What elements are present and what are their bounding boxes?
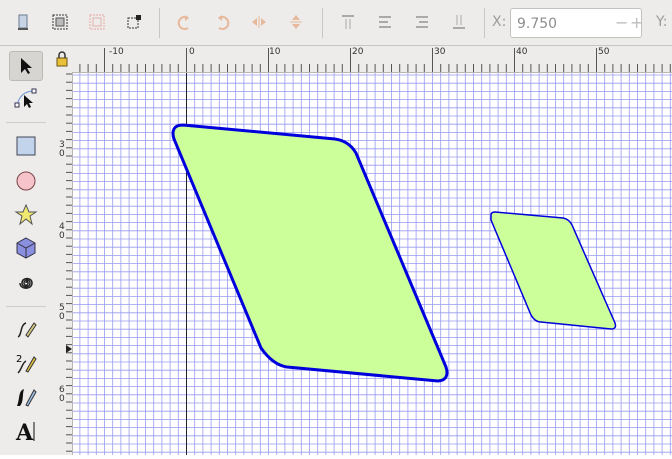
toolbar-separator — [484, 8, 485, 38]
ruler-label: 5 — [59, 303, 65, 313]
lock-guides-icon[interactable] — [52, 46, 72, 72]
arrow-pointer-icon — [21, 58, 32, 74]
ruler-label: 0 — [189, 47, 195, 57]
x-decrement-button[interactable]: − — [615, 13, 629, 32]
3d-box-icon — [16, 237, 36, 259]
x-coordinate-field[interactable]: − + — [510, 8, 644, 38]
ruler-ticks — [79, 48, 671, 72]
raise-icon[interactable] — [372, 9, 398, 35]
drawing-canvas[interactable] — [73, 73, 672, 455]
circle-icon — [16, 171, 36, 191]
ruler-label: 30 — [434, 47, 446, 57]
3d-box-tool[interactable] — [9, 233, 43, 263]
ruler-label: 4 — [59, 222, 65, 232]
star-tool[interactable] — [9, 200, 43, 230]
text-icon: A — [15, 420, 35, 443]
raise-to-top-icon[interactable] — [335, 9, 361, 35]
ruler-label: 0 — [59, 312, 65, 322]
selector-tool[interactable] — [9, 51, 43, 81]
pen-tool[interactable]: 2 — [9, 348, 43, 378]
spiral-icon — [19, 277, 33, 289]
lower-icon[interactable] — [409, 9, 435, 35]
select-all-layers-icon[interactable] — [47, 9, 73, 35]
x-increment-button[interactable]: + — [630, 13, 644, 32]
pencil-icon — [17, 322, 37, 338]
large-parallelogram-shape[interactable] — [171, 123, 449, 383]
pencil-tool[interactable] — [9, 314, 43, 344]
svg-text:A: A — [15, 420, 34, 443]
pen-bezier-icon: 2 — [16, 354, 37, 374]
flip-horizontal-icon[interactable] — [246, 9, 272, 35]
ruler-label: -10 — [109, 47, 124, 57]
select-all-icon[interactable] — [10, 9, 36, 35]
calligraphy-pen-icon — [17, 389, 37, 407]
y-label: Y: — [656, 14, 668, 30]
ruler-label: 20 — [352, 47, 364, 57]
rectangle-icon — [16, 136, 36, 156]
ruler-label: 40 — [516, 47, 528, 57]
text-tool[interactable]: A — [9, 416, 43, 446]
ruler-label: 0 — [59, 394, 65, 404]
commands-toolbar: X: − + Y: — [0, 0, 672, 46]
rotate-cw-icon[interactable] — [209, 9, 235, 35]
ruler-guide-marker-icon — [66, 345, 72, 353]
ruler-label: 50 — [598, 47, 610, 57]
ruler-ticks — [66, 73, 72, 452]
rectangle-tool[interactable] — [9, 131, 43, 161]
ruler-label: 3 — [59, 140, 65, 150]
vertical-ruler[interactable]: 3 0 4 0 5 0 6 0 — [52, 72, 73, 455]
svg-text:2: 2 — [16, 354, 22, 365]
node-edit-icon — [14, 88, 37, 108]
x-label: X: — [492, 14, 507, 30]
calligraphy-tool[interactable] — [9, 382, 43, 412]
horizontal-ruler[interactable]: -10 0 10 20 30 40 50 — [72, 46, 672, 73]
edit-select-same-icon[interactable] — [121, 9, 147, 35]
small-parallelogram-shape[interactable] — [490, 211, 617, 330]
toolbar-separator — [159, 8, 160, 38]
star-icon — [14, 203, 38, 226]
canvas-grid — [73, 73, 672, 455]
spiral-tool[interactable] — [9, 268, 43, 298]
x-input[interactable] — [515, 13, 597, 35]
ruler-label: 0 — [59, 149, 65, 159]
lower-to-bottom-icon[interactable] — [446, 9, 472, 35]
flip-vertical-icon[interactable] — [283, 9, 309, 35]
ruler-label: 0 — [59, 231, 65, 241]
node-tool[interactable] — [9, 84, 43, 114]
ruler-label: 10 — [269, 47, 281, 57]
ruler-label: 6 — [59, 385, 65, 395]
deselect-icon[interactable] — [84, 9, 110, 35]
ellipse-tool[interactable] — [9, 166, 43, 196]
toolbox: 2 A — [0, 46, 52, 455]
rotate-ccw-icon[interactable] — [172, 9, 198, 35]
toolbar-separator — [322, 8, 323, 38]
